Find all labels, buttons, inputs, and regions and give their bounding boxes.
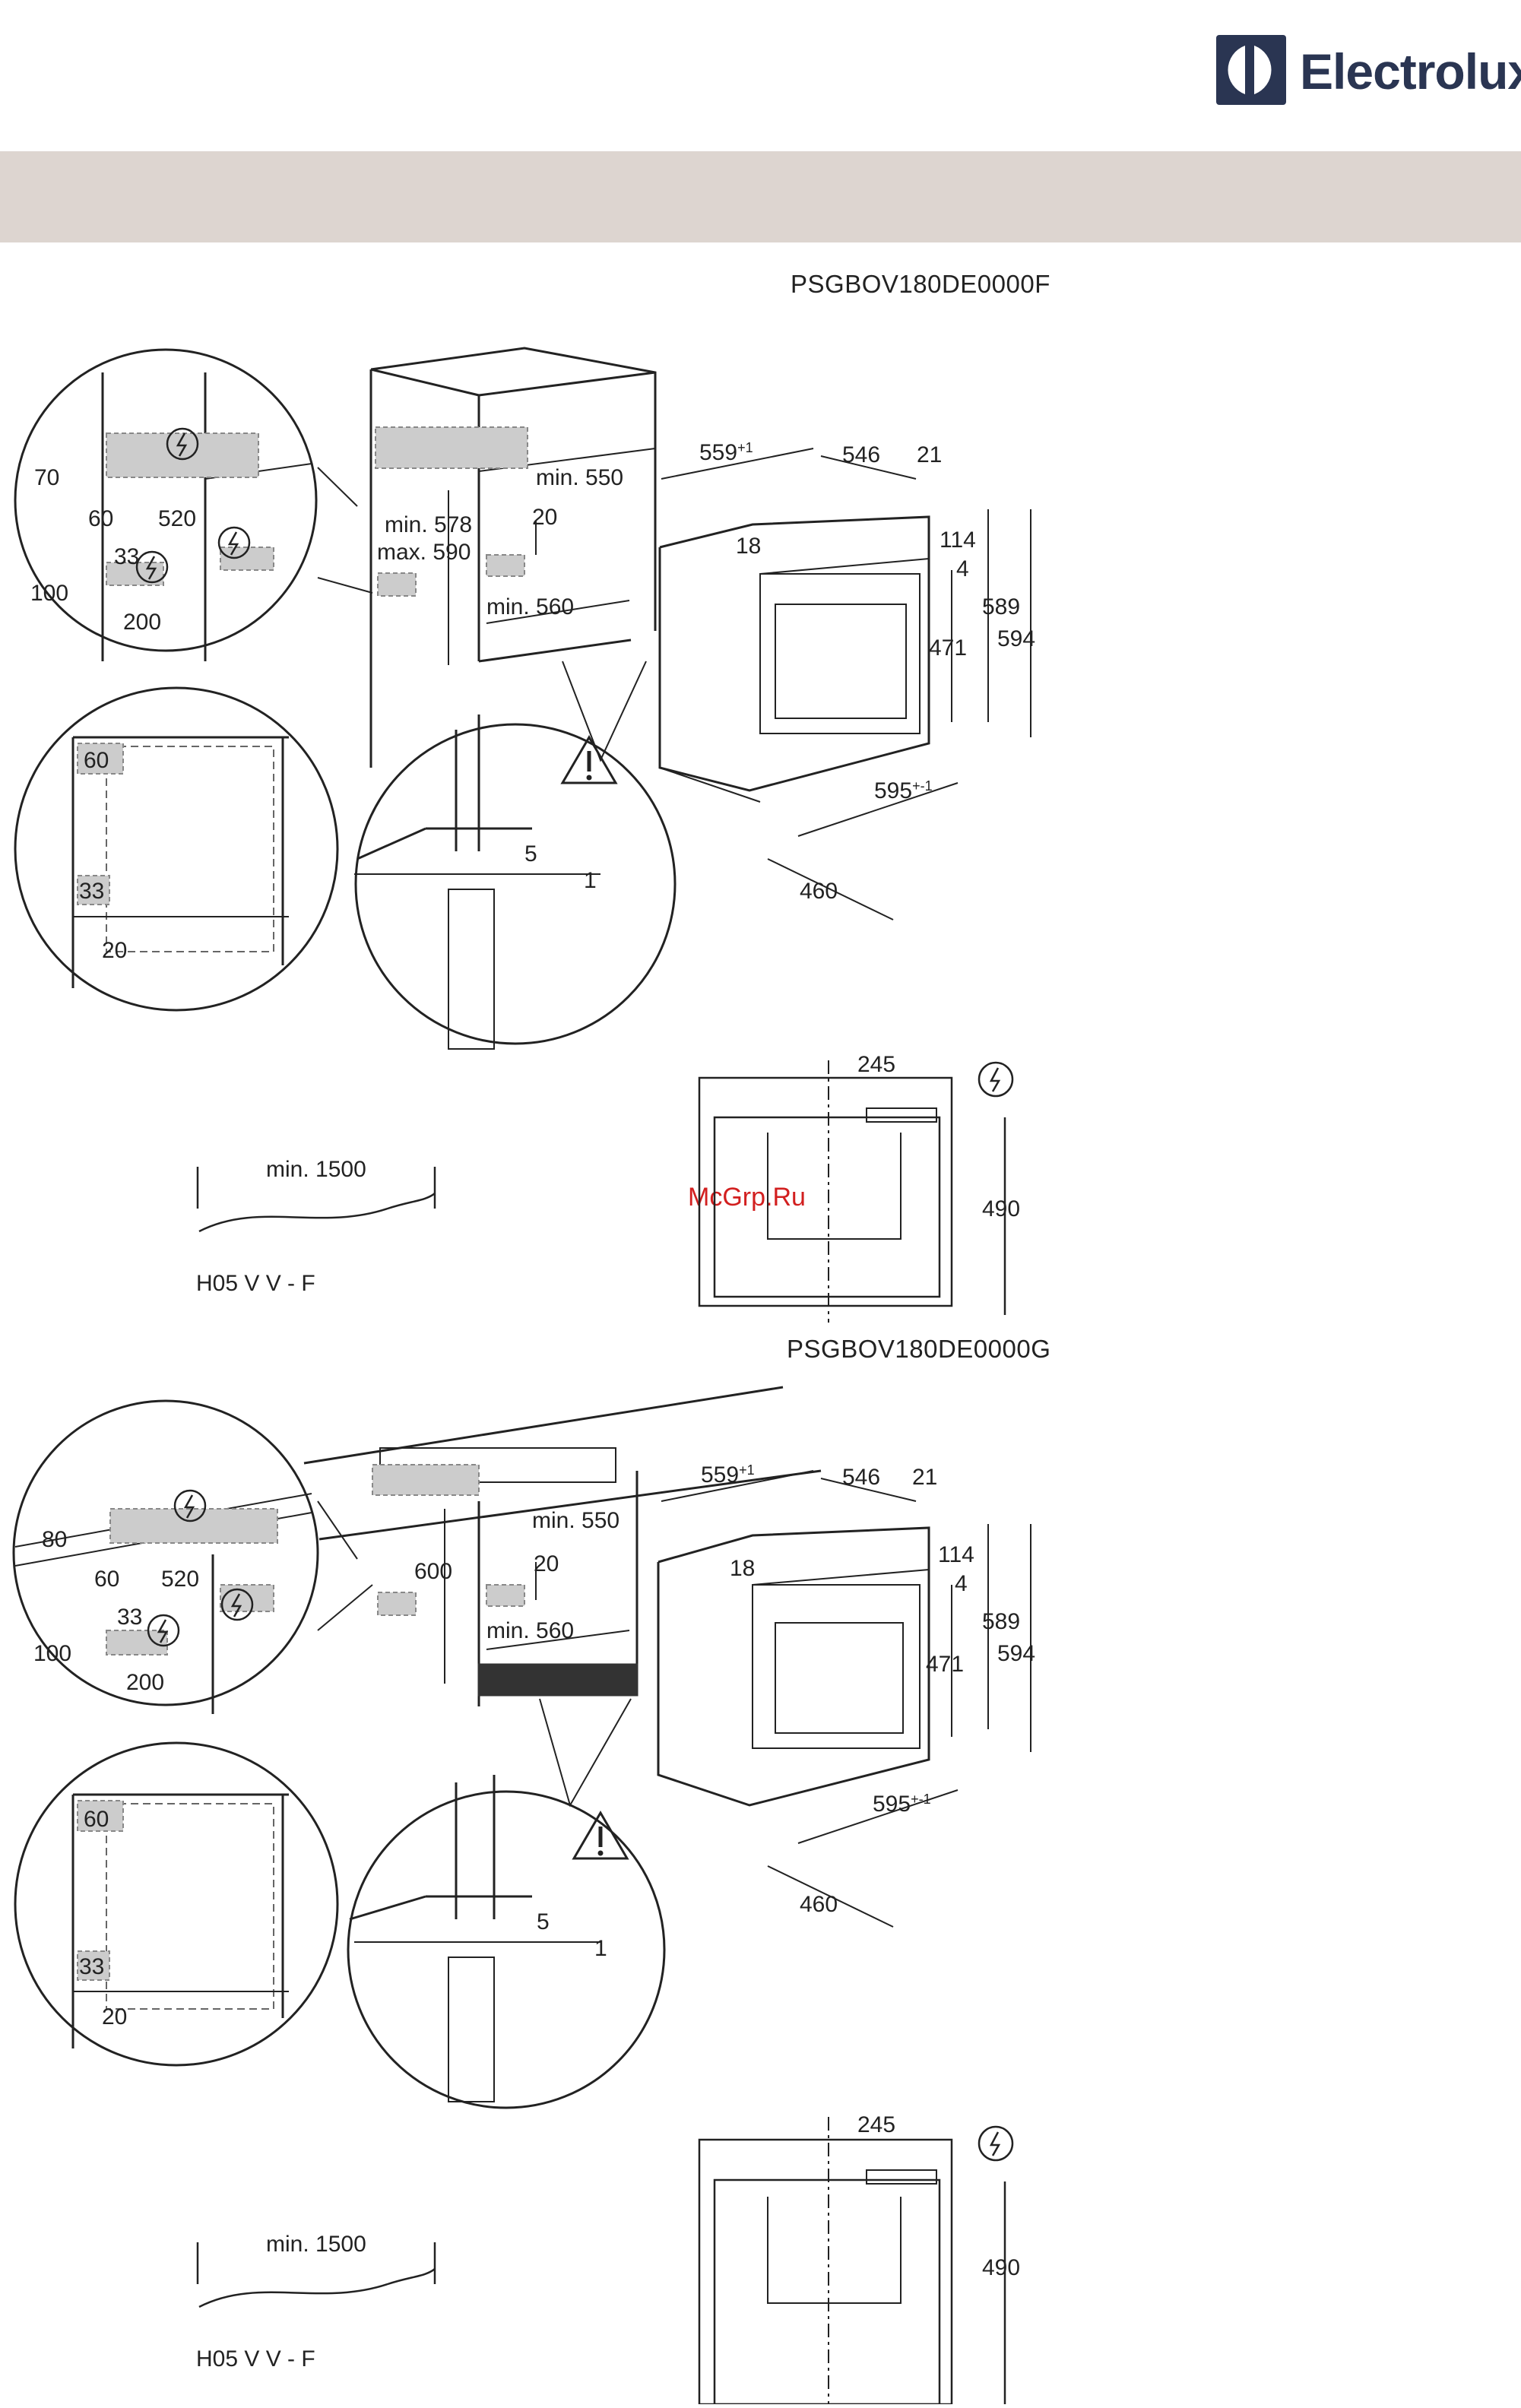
- dim-70: 70: [34, 465, 59, 490]
- dim-595: 595+-1: [874, 778, 933, 803]
- dim-20-cab: 20: [532, 505, 557, 530]
- dim-18: 18: [736, 534, 761, 559]
- dim-60-top-g: 60: [94, 1567, 119, 1592]
- oven-dimension-lines: [661, 448, 1031, 920]
- dim-20-side: 20: [102, 938, 127, 963]
- electric-hazard-icon: [217, 526, 251, 559]
- dim-594: 594: [997, 626, 1035, 651]
- detail-circle-side-g: [14, 1741, 339, 2067]
- dim-33-side: 33: [79, 879, 104, 904]
- dim-1: 1: [584, 868, 597, 893]
- dim-471-g: 471: [926, 1652, 964, 1677]
- dim-559: 559+1: [699, 440, 753, 465]
- detail-circle-top-g: [12, 1399, 373, 1714]
- dim-18-g: 18: [730, 1556, 755, 1581]
- dim-1-g: 1: [594, 1936, 607, 1961]
- brand-logo: Electrolux: [1215, 33, 1521, 116]
- dim-245-g: 245: [857, 2112, 895, 2137]
- dim-80: 80: [42, 1527, 67, 1552]
- dim-5: 5: [524, 841, 537, 867]
- electrolux-logo-icon: [1216, 35, 1286, 105]
- oven-dimension-lines-g: [661, 1470, 1031, 1928]
- dim-245: 245: [857, 1052, 895, 1077]
- dim-100: 100: [30, 581, 68, 606]
- dim-min550-g: min. 550: [532, 1508, 619, 1533]
- power-cable: [196, 1167, 436, 1233]
- dim-min578: min. 578: [385, 512, 472, 537]
- dim-min550: min. 550: [536, 465, 623, 490]
- dim-490: 490: [982, 1196, 1020, 1221]
- warning-triangle-icon: [572, 1811, 629, 1860]
- header-band-edge: [1215, 145, 1521, 151]
- dim-60-side-g: 60: [84, 1807, 109, 1832]
- dim-114-g: 114: [938, 1542, 974, 1567]
- cable-length: min. 1500: [266, 1157, 366, 1182]
- dim-21: 21: [917, 442, 942, 467]
- installation-diagram-g: 600 min. 550 20 min. 560 80 60 520 33 10…: [0, 1380, 1079, 2406]
- model-code-g: PSGBOV180DE0000G: [787, 1335, 1051, 1363]
- dim-21-g: 21: [912, 1465, 937, 1490]
- header-band: [0, 151, 1521, 242]
- dim-520-g: 520: [161, 1567, 199, 1592]
- tall-cabinet: [369, 347, 657, 768]
- dim-471: 471: [929, 635, 967, 661]
- dim-595-g: 595+-1: [873, 1792, 931, 1817]
- electric-hazard-icon: [220, 1588, 254, 1621]
- cable-type: H05 V V - F: [196, 1271, 315, 1296]
- installation-diagram-f: min. 578 max. 590 min. 550 20 min. 560 7…: [0, 327, 1079, 1338]
- dim-594-g: 594: [997, 1641, 1035, 1666]
- dim-20-side-g: 20: [102, 2004, 127, 2029]
- dim-4-g: 4: [955, 1571, 968, 1596]
- dim-546-g: 546: [842, 1465, 880, 1490]
- dim-589: 589: [982, 594, 1020, 619]
- brand-name: Electrolux: [1300, 43, 1521, 100]
- dim-4: 4: [956, 556, 969, 581]
- oven-front-view: [698, 1060, 1006, 1323]
- dim-600: 600: [414, 1559, 452, 1584]
- dim-559-g: 559+1: [701, 1462, 755, 1488]
- dim-200: 200: [123, 610, 161, 635]
- dim-33: 33: [114, 544, 139, 569]
- detail-circle-side: [14, 686, 339, 1012]
- dim-60-side: 60: [84, 748, 109, 773]
- model-code-f: PSGBOV180DE0000F: [791, 270, 1050, 298]
- dim-min560-g: min. 560: [486, 1618, 574, 1643]
- electric-hazard-icon: [147, 1614, 180, 1647]
- detail-circle-gap: [354, 661, 677, 1050]
- dim-520: 520: [158, 506, 196, 531]
- watermark: McGrp.Ru: [688, 1183, 806, 1212]
- dim-33-g: 33: [117, 1605, 142, 1630]
- oven-body: [658, 515, 930, 803]
- cable-type-g: H05 V V - F: [196, 2346, 315, 2372]
- dim-460: 460: [800, 879, 838, 904]
- dim-589-g: 589: [982, 1609, 1020, 1634]
- oven-body-g: [657, 1526, 930, 1807]
- oven-front-view-g: [698, 2117, 1006, 2406]
- detail-circle-top: [14, 348, 373, 661]
- dim-60-top: 60: [88, 506, 113, 531]
- detail-circle-gap-g: [347, 1698, 666, 2109]
- electric-hazard-icon: [978, 2125, 1014, 2162]
- dim-200-g: 200: [126, 1670, 164, 1695]
- dim-100-g: 100: [33, 1641, 71, 1666]
- dim-546: 546: [842, 442, 880, 467]
- worktop: [303, 1386, 822, 1706]
- dim-490-g: 490: [982, 2255, 1020, 2280]
- electric-hazard-icon: [978, 1061, 1014, 1098]
- warning-triangle-icon: [560, 735, 618, 784]
- dim-20-cab-g: 20: [534, 1551, 559, 1576]
- dim-max590: max. 590: [377, 540, 471, 565]
- electric-hazard-icon: [166, 427, 199, 461]
- dim-min560: min. 560: [486, 594, 574, 619]
- dim-33-side-g: 33: [79, 1954, 104, 1979]
- dim-114: 114: [940, 528, 976, 553]
- dim-460-g: 460: [800, 1892, 838, 1917]
- electric-hazard-icon: [135, 550, 169, 584]
- electric-hazard-icon: [173, 1489, 207, 1522]
- power-cable-g: [196, 2242, 436, 2308]
- cable-length-g: min. 1500: [266, 2232, 366, 2257]
- dim-5-g: 5: [537, 1909, 550, 1934]
